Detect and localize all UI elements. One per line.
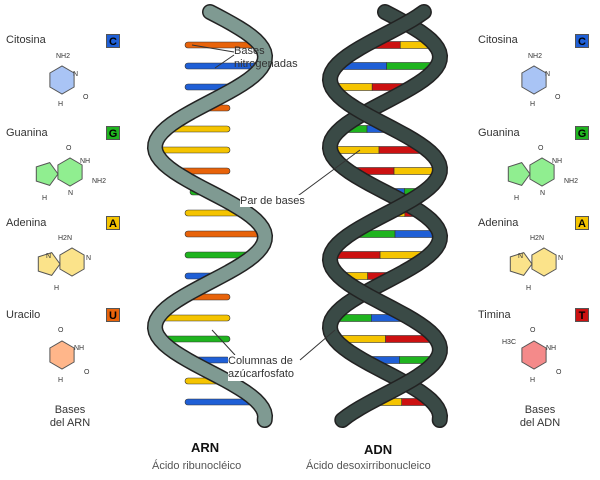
atom-label: N [46, 253, 51, 260]
adenine-molecule [59, 247, 85, 277]
cytosine-molecule [49, 65, 75, 95]
dna-title: ADN [364, 442, 393, 457]
atom-label: N [540, 190, 545, 197]
rna-base-U [184, 230, 260, 238]
caption-line: del ADN [519, 417, 561, 429]
adenine-ring [509, 252, 533, 276]
rna-base-letter: A [106, 216, 120, 230]
atom-label: N [86, 255, 91, 262]
atom-label: H [54, 285, 59, 292]
atom-label: NH [80, 158, 90, 165]
callout-line [211, 329, 236, 356]
caption-line: Bases [54, 404, 86, 416]
caption-line: del ARN [49, 417, 91, 429]
callout-line [214, 54, 235, 69]
rna-backbone [148, 5, 272, 427]
atom-label: NH2 [56, 53, 70, 60]
atom-label: NH [74, 345, 84, 352]
atom-label: O [83, 94, 89, 101]
atom-label: H [58, 377, 63, 384]
atom-label: H [530, 101, 535, 108]
atom-label: O [58, 327, 64, 334]
thymine-molecule [521, 340, 547, 370]
atom-label: O [555, 94, 561, 101]
dna-backbone-2 [323, 5, 447, 427]
callout-line: nitrogenadas [234, 58, 298, 70]
atom-label: H [58, 101, 63, 108]
atom-label: O [556, 369, 562, 376]
guanine-molecule [57, 157, 83, 187]
rna-base-name: Guanina [6, 127, 48, 139]
rna-title: ARN [191, 440, 220, 455]
dna-base-letter: C [575, 34, 589, 48]
atom-label: O [84, 369, 90, 376]
callout-par-de-bases: Par de bases [240, 195, 305, 207]
atom-label: O [538, 145, 544, 152]
dna-base-letter: A [575, 216, 589, 230]
rna-base-name: Citosina [6, 34, 46, 46]
caption-line: Bases [524, 404, 556, 416]
rna-base-letter: C [106, 34, 120, 48]
atom-label: H2N [530, 235, 544, 242]
guanine-molecule [529, 157, 555, 187]
atom-label: H [514, 195, 519, 202]
dna-subtitle: Ácido desoxirribonucleico [306, 460, 431, 472]
dna-base-letter: G [575, 126, 589, 140]
cytosine-molecule [521, 65, 547, 95]
callout-line: Bases [234, 45, 265, 57]
uracil-molecule [49, 340, 75, 370]
rna-base-A [155, 146, 231, 154]
adenine-ring [37, 252, 61, 276]
dna-base-name: Citosina [478, 34, 518, 46]
rna-base-letter: U [106, 308, 120, 322]
rna-subtitle: Ácido ribunocléico [152, 460, 242, 472]
atom-label: NH2 [92, 178, 106, 185]
atom-label: NH [552, 158, 562, 165]
atom-label: N [545, 71, 550, 78]
atom-label: H [530, 377, 535, 384]
rna-base-name: Adenina [6, 217, 47, 229]
callout-line [294, 149, 361, 199]
atom-label: H3C [502, 339, 516, 346]
atom-label: N [518, 253, 523, 260]
atom-label: NH2 [528, 53, 542, 60]
callout-line [191, 44, 235, 53]
dna-base-name: Timina [478, 309, 511, 321]
guanine-ring [507, 162, 531, 186]
atom-label: N [73, 71, 78, 78]
dna-base-letter: T [575, 308, 589, 322]
guanine-ring [35, 162, 59, 186]
dna-backbone-1 [323, 5, 447, 427]
atom-label: O [530, 327, 536, 334]
atom-label: O [66, 145, 72, 152]
rna-base-letter: G [106, 126, 120, 140]
dna-base-name: Adenina [478, 217, 519, 229]
rna-base-name: Uracilo [6, 309, 41, 321]
atom-label: N [68, 190, 73, 197]
callout-line: Columnas de [228, 355, 293, 367]
callout-line: azúcarfosfato [228, 368, 295, 380]
callout-line [299, 329, 336, 361]
atom-label: H2N [58, 235, 72, 242]
atom-label: N [558, 255, 563, 262]
atom-label: H [42, 195, 47, 202]
atom-label: H [526, 285, 531, 292]
dna-base-name: Guanina [478, 127, 520, 139]
rna-base-C [184, 398, 253, 406]
adenine-molecule [531, 247, 557, 277]
atom-label: NH [546, 345, 556, 352]
atom-label: NH2 [564, 178, 578, 185]
